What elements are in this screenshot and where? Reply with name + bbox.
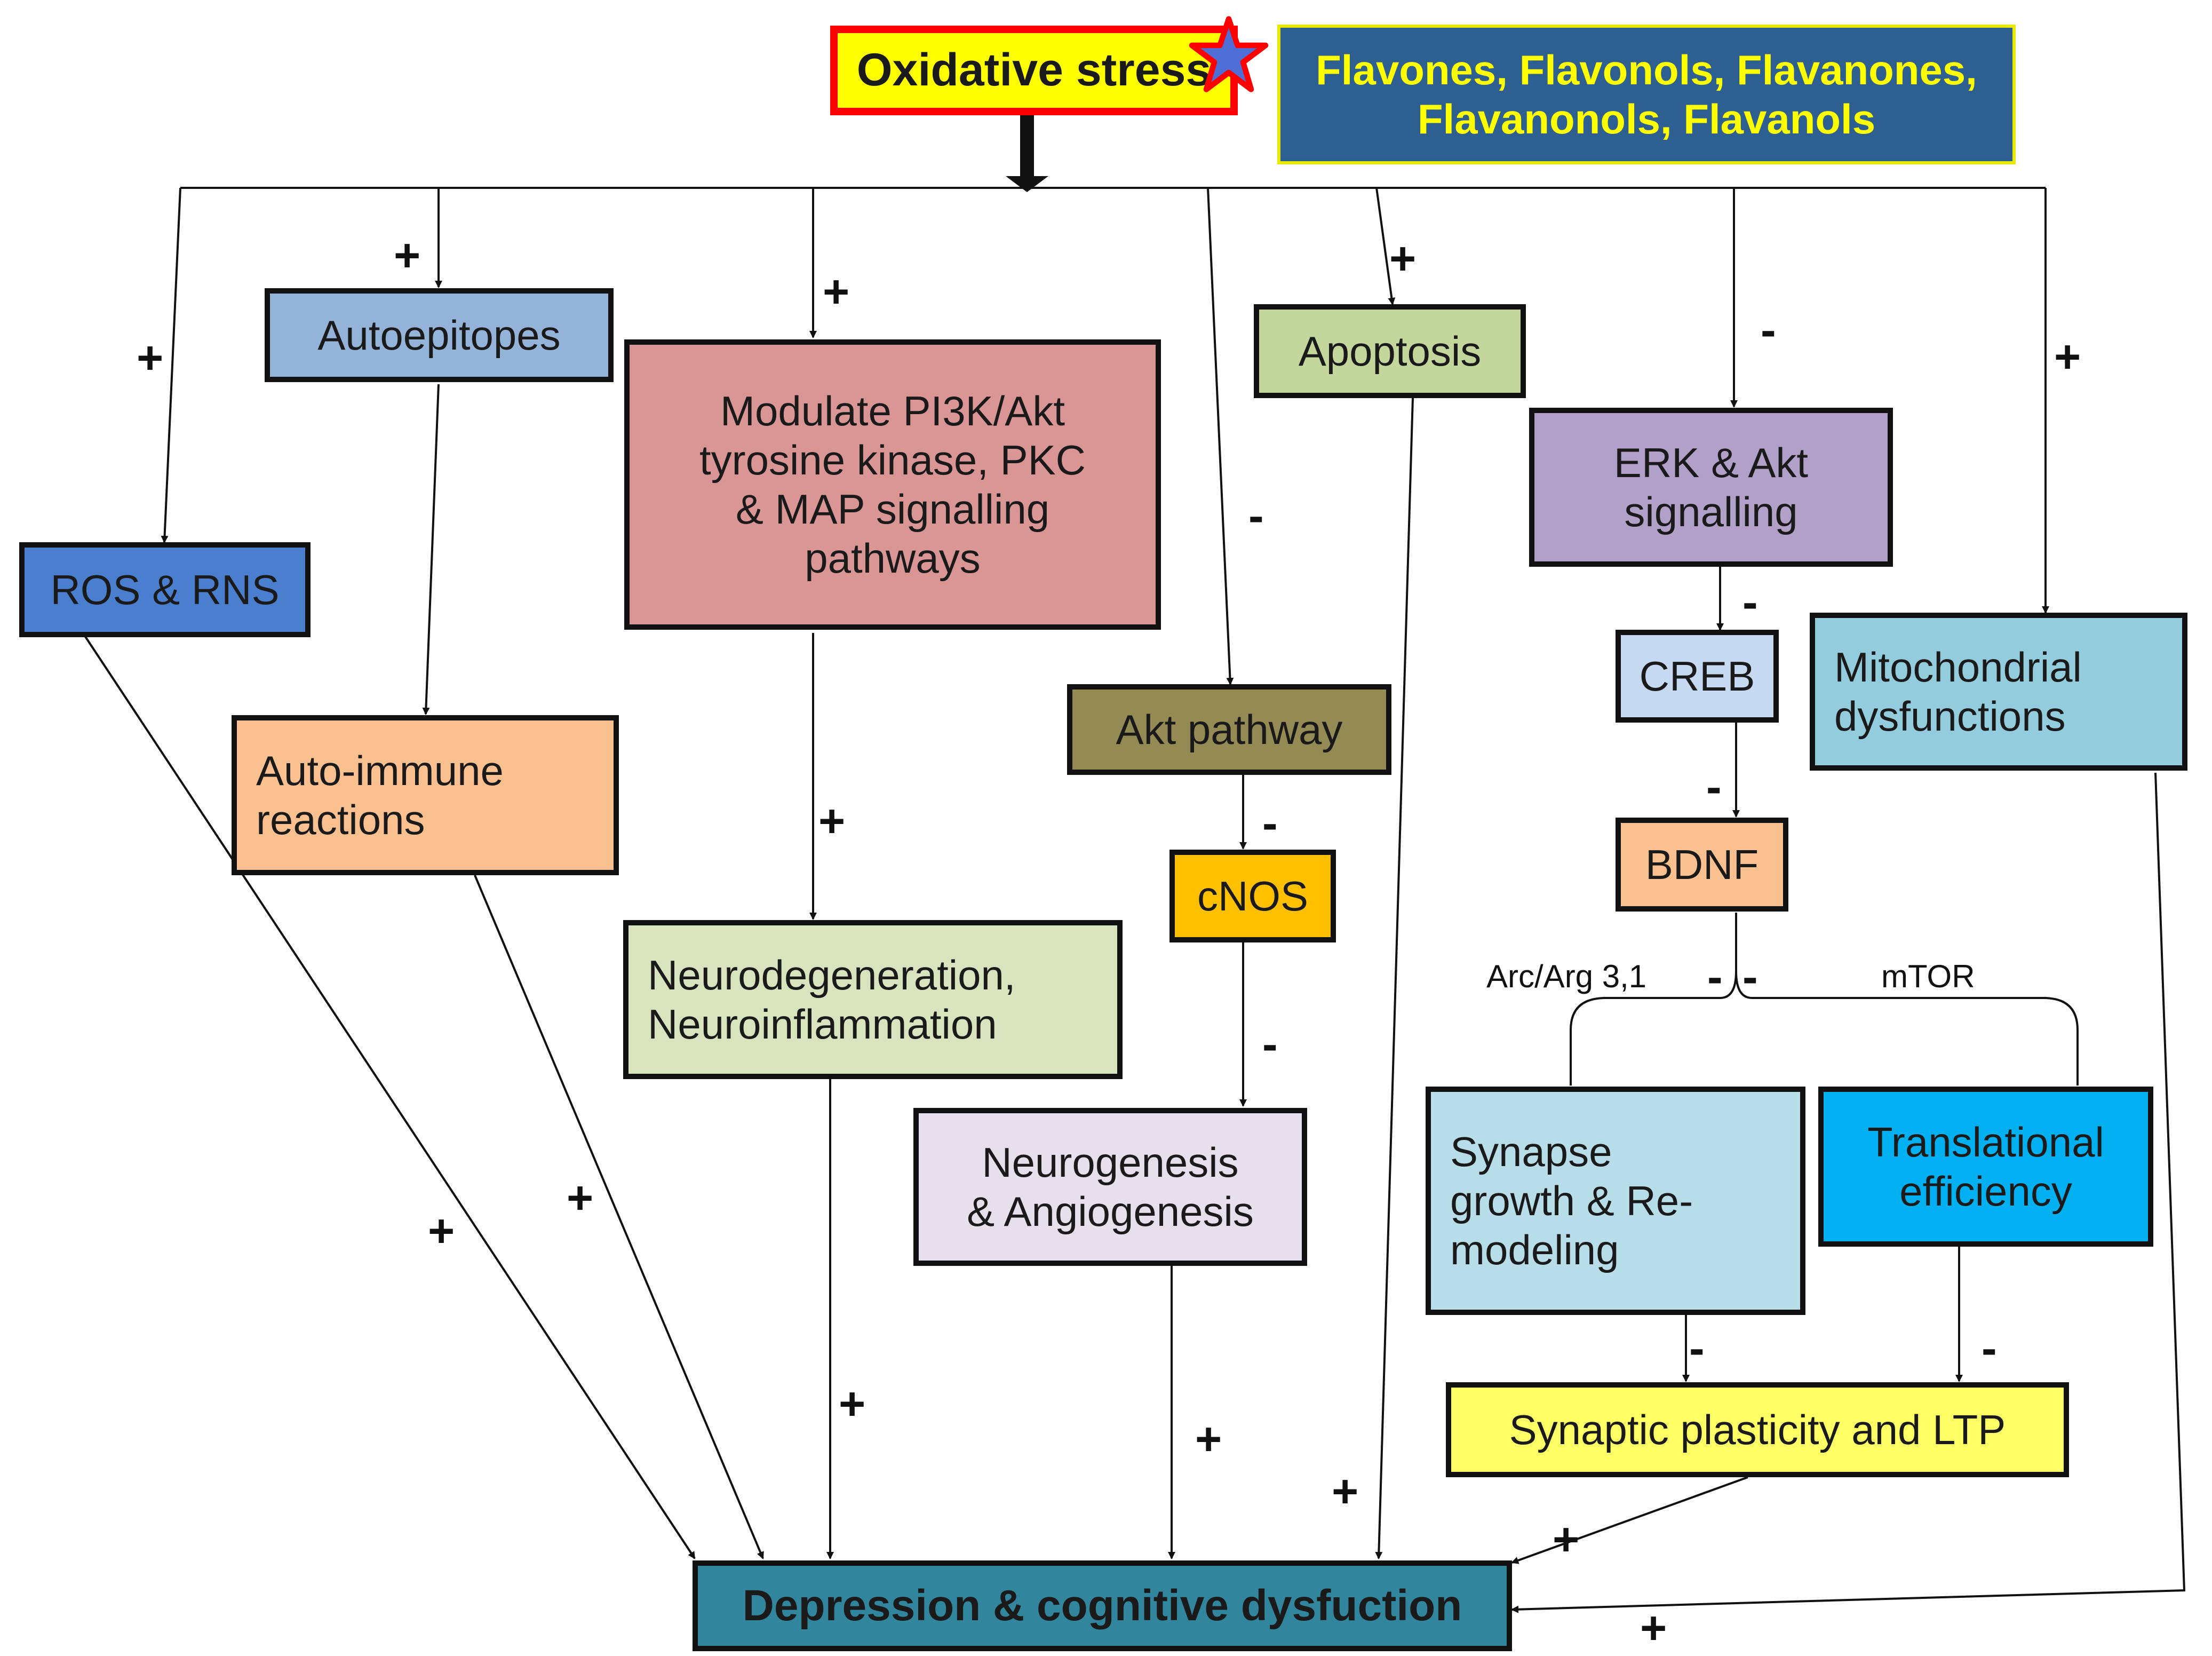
sign-akt-to-cnos: - <box>1262 798 1278 849</box>
sign-to-akt-pathway: - <box>1248 490 1264 542</box>
arrow-to-apoptosis <box>1375 187 1396 305</box>
sign-bdnf-arc: - <box>1707 952 1723 1003</box>
box-text-line: Synapse <box>1450 1128 1612 1175</box>
sign-autoimmune-to-depression: + <box>567 1172 594 1224</box>
sign-to-apoptosis: + <box>1389 233 1417 284</box>
arrow-mito-to-depression <box>1511 772 2186 1613</box>
neurodegeneration-box: Neurodegeneration,Neuroinflammation <box>623 920 1123 1079</box>
depression-box: Depression & cognitive dysfuction <box>693 1560 1512 1651</box>
sign-erk-to-creb: - <box>1742 577 1758 628</box>
box-text-line: Oxidative stress <box>856 44 1212 96</box>
sign-translational-to-plasticity: - <box>1982 1323 1997 1374</box>
box-text-line: efficiency <box>1899 1168 2072 1215</box>
brace-bdnf-to-synapse-translational <box>1570 913 2079 1085</box>
box-text-line: Neuroinflammation <box>648 1001 997 1048</box>
sign-ros-to-depression: + <box>428 1206 455 1257</box>
box-text-line: cNOS <box>1197 872 1309 920</box>
box-text-line: CREB <box>1639 652 1755 700</box>
box-text-line: Flavones, Flavonols, Flavanones, <box>1316 46 1977 93</box>
synaptic-plasticity-box: Synaptic plasticity and LTP <box>1446 1382 2069 1477</box>
box-text-line: reactions <box>256 796 425 843</box>
sign-to-ros: + <box>137 332 164 384</box>
arrow-to-ros-rns <box>161 187 181 543</box>
box-text-line: ROS & RNS <box>50 566 280 613</box>
sign-mito-to-depression: + <box>1640 1603 1667 1654</box>
sign-to-erk-akt: - <box>1761 305 1776 356</box>
arrow-to-akt-pathway <box>1207 187 1234 685</box>
box-text-line: Akt pathway <box>1116 706 1343 753</box>
sign-neurodegeneration-to-depression: + <box>839 1378 866 1430</box>
sign-apoptosis-to-depression: + <box>1332 1466 1359 1517</box>
sign-plasticity-to-depression: + <box>1553 1514 1580 1565</box>
box-text-line: Flavanonols, Flavanols <box>1417 96 1876 142</box>
box-text-line: tyrosine kinase, PKC <box>699 436 1086 484</box>
box-text-line: Depression & cognitive dysfuction <box>742 1581 1462 1630</box>
box-text-line: & MAP signalling <box>735 486 1050 533</box>
box-text-line: modeling <box>1450 1226 1619 1274</box>
box-text-line: Modulate PI3K/Akt <box>720 387 1065 434</box>
arrow-apoptosis-to-depression <box>1375 398 1414 1559</box>
box-text-line: Auto-immune <box>256 747 504 794</box>
arrow-autoepitopes-to-autoimmune <box>422 384 440 715</box>
sign-modulate-to-neurodegeneration: + <box>818 796 846 847</box>
box-text-line: & Angiogenesis <box>967 1188 1254 1235</box>
edge-label-arc-arg: Arc/Arg 3,1 <box>1486 958 1647 994</box>
autoepitopes-box: Autoepitopes <box>265 288 614 382</box>
star-icon <box>1189 16 1269 92</box>
box-text-line: pathways <box>805 535 981 582</box>
arrow-autoimmune-to-depression <box>474 875 764 1559</box>
edge-label-mtor: mTOR <box>1881 958 1975 994</box>
cnos-box: cNOS <box>1169 850 1336 942</box>
sign-creb-to-bdnf: - <box>1706 762 1722 813</box>
neurogenesis-box: Neurogenesis& Angiogenesis <box>913 1108 1307 1266</box>
sign-to-modulate: + <box>823 266 850 318</box>
flavonoids-box: Flavones, Flavonols, Flavanones,Flavanon… <box>1277 25 2016 164</box>
akt-pathway-box: Akt pathway <box>1067 684 1391 775</box>
apoptosis-box: Apoptosis <box>1254 304 1526 398</box>
box-text-line: Synaptic plasticity and LTP <box>1509 1406 2006 1453</box>
sign-to-autoepitopes: + <box>394 230 421 281</box>
bdnf-box: BDNF <box>1616 818 1788 912</box>
arrow-plasticity-to-depression <box>1511 1476 1748 1564</box>
box-text-line: Translational <box>1867 1118 2104 1166</box>
sign-cnos-to-neurogenesis: - <box>1262 1019 1278 1070</box>
box-text-line: Apoptosis <box>1298 327 1482 375</box>
box-text-line: dysfunctions <box>1834 693 2066 740</box>
box-text-line: Neurodegeneration, <box>648 951 1016 999</box>
box-text-line: signalling <box>1624 488 1798 535</box>
creb-box: CREB <box>1616 630 1779 723</box>
box-text-line: Neurogenesis <box>982 1138 1239 1186</box>
box-text-line: growth & Re- <box>1450 1177 1693 1224</box>
oxidative-stress-box: Oxidative stress <box>830 26 1238 115</box>
box-text-line: Mitochondrial <box>1834 643 2082 691</box>
sign-bdnf-mtor: - <box>1742 952 1758 1003</box>
sign-synapse-to-plasticity: - <box>1689 1323 1705 1374</box>
connectors <box>83 115 2186 1613</box>
box-text-line: ERK & Akt <box>1613 439 1809 486</box>
thick-arrowhead <box>1006 176 1048 192</box>
arrow-ros-to-depression <box>83 634 696 1559</box>
box-text-line: BDNF <box>1645 841 1759 888</box>
box-text-line: Autoepitopes <box>317 311 561 359</box>
sign-neurogenesis-to-depression: + <box>1195 1414 1222 1465</box>
ros-rns-box: ROS & RNS <box>19 542 311 637</box>
sign-to-mito: + <box>2054 331 2081 383</box>
